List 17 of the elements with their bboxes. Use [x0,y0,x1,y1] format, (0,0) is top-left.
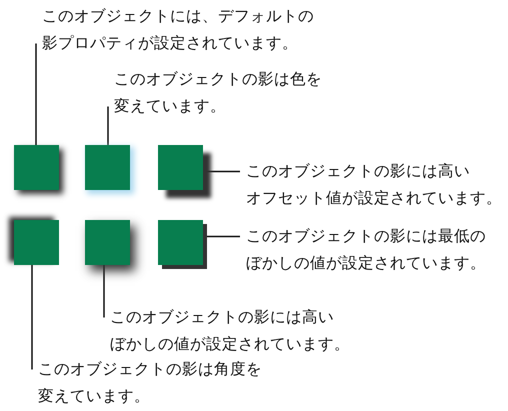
shadowed-square [14,145,59,190]
shadowed-square [158,220,203,265]
shadowed-square [85,220,130,265]
callout-text: このオブジェクトの影には高いオフセット値が設定されています。 [246,158,502,212]
leader-line [107,106,109,145]
leader-line [31,265,33,370]
shadowed-square [85,145,130,190]
leader-line [203,170,240,172]
callout-text: このオブジェクトの影は角度を変えています。 [38,356,262,410]
callout-text: このオブジェクトの影は色を変えています。 [114,66,322,120]
shadowed-square [158,145,203,190]
leader-line [103,265,105,318]
callout-text: このオブジェクトには、デフォルトの影プロパティが設定されています。 [42,3,314,57]
callout-text: このオブジェクトの影には最低のぼかしの値が設定されています。 [246,223,486,277]
leader-line [35,44,37,145]
shadowed-square [14,220,59,265]
callout-text: このオブジェクトの影には高いぼかしの値が設定されています。 [110,304,350,358]
